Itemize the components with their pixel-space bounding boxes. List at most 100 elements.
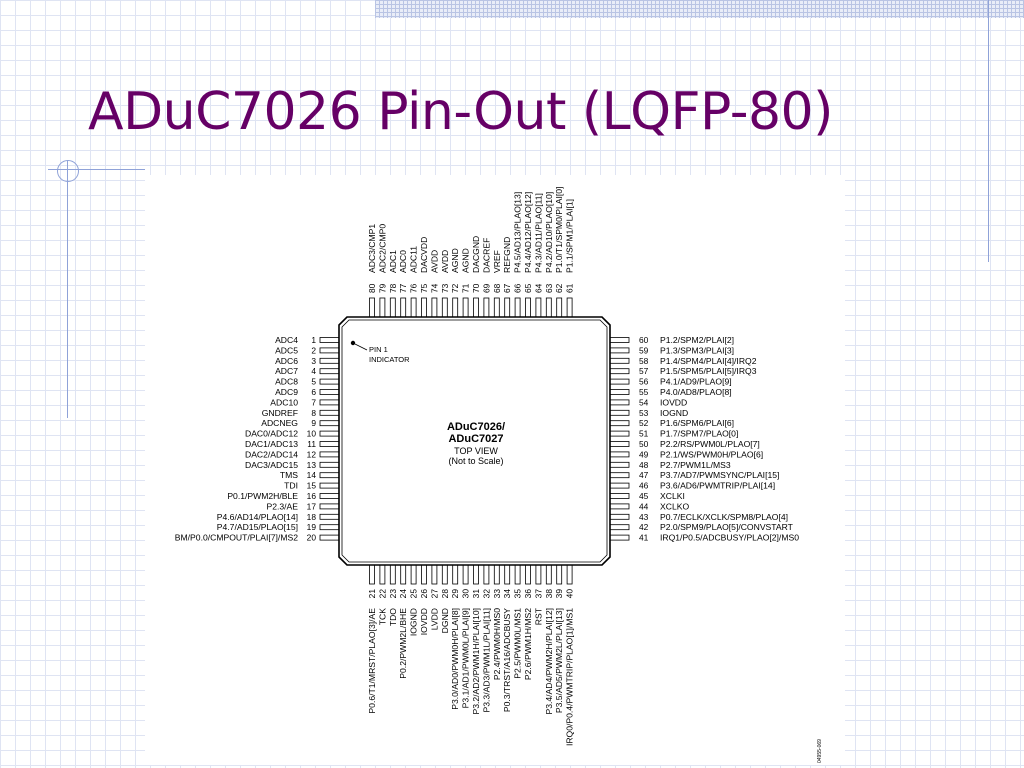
- pin-number: 6: [311, 387, 316, 397]
- pin-label: P3.7/AD7/PWMSYNC/PLAI[15]: [660, 470, 779, 480]
- header-pattern-band: [375, 0, 1024, 18]
- pin-lead: [504, 297, 511, 318]
- pin-label: ADC9: [275, 387, 298, 397]
- pin-number: 23: [388, 589, 398, 599]
- pin-number: 47: [639, 470, 649, 480]
- pin-lead: [609, 357, 630, 364]
- pin-lead: [441, 297, 448, 318]
- pin-number: 78: [388, 283, 398, 293]
- pin-label: ADC7: [275, 366, 298, 376]
- pin-number: 44: [639, 501, 649, 511]
- pin-label: P3.0/AD0/PWM0H/PLAI[8]: [450, 608, 460, 710]
- pin-lead: [535, 297, 542, 318]
- pin-label: ADC8: [275, 377, 298, 387]
- pin-lead: [609, 368, 630, 375]
- pin-number: 70: [471, 283, 481, 293]
- pin-label: P2.6/PWM1H/MS2: [523, 608, 533, 680]
- pin-lead: [319, 461, 340, 468]
- pin-number: 75: [419, 283, 429, 293]
- pin-lead: [566, 297, 573, 318]
- pin-label: P1.3/SPM3/PLAI[3]: [660, 345, 734, 355]
- pin-lead: [400, 564, 407, 585]
- pin-label: P3.2/AD2/PWM1H/PLAI[10]: [471, 608, 481, 715]
- pin-number: 79: [377, 283, 387, 293]
- pin-lead: [609, 347, 630, 354]
- pin-lead: [319, 451, 340, 458]
- pin-number: 49: [639, 449, 649, 459]
- pin-number: 24: [398, 589, 408, 599]
- pin-number: 39: [554, 589, 564, 599]
- pin-label: IOVDD: [419, 608, 429, 635]
- pin1-label-line2: INDICATOR: [369, 355, 410, 364]
- pin-lead: [483, 564, 490, 585]
- pin-label: P0.6/T1/MRST/PLAO[3]/AE: [367, 608, 377, 714]
- pin-number: 9: [311, 418, 316, 428]
- pin-label: DAC1/ADC13: [245, 439, 298, 449]
- pin-number: 53: [639, 408, 649, 418]
- pin-label: RST: [533, 607, 543, 625]
- pin-number: 66: [513, 283, 523, 293]
- pin-number: 46: [639, 481, 649, 491]
- pin-number: 28: [440, 589, 450, 599]
- pin-label: ADC0: [398, 250, 408, 273]
- pin-number: 11: [307, 439, 316, 449]
- pin-lead: [319, 534, 340, 541]
- pin-number: 48: [639, 460, 649, 470]
- pin-label: P1.0/T1/SPM0/PLAI[0]: [554, 187, 564, 273]
- pin-label: IOGND: [409, 608, 419, 636]
- pin-number: 67: [502, 283, 512, 293]
- pin-label: P4.0/AD8/PLAO[8]: [660, 387, 732, 397]
- pin-label: P3.6/AD6/PWMTRIP/PLAI[14]: [660, 481, 775, 491]
- pin-number: 27: [429, 589, 439, 599]
- pin-lead: [319, 524, 340, 531]
- pin-lead: [319, 389, 340, 395]
- pin-label: P4.5/AD13/PLAO[13]: [513, 192, 523, 273]
- pin-label: ADC3/CMP1: [367, 224, 377, 273]
- pin-number: 55: [639, 387, 649, 397]
- pin-label: IRQ0/P0.4/PWMTRIP/PLAO[1]/MS1: [565, 608, 575, 746]
- pin-label: DAC3/ADC15: [245, 460, 298, 470]
- pin-label: AVDD: [429, 250, 439, 273]
- pin-label: P1.5/SPM5/PLAI[5]/IRQ3: [660, 366, 757, 376]
- pin-number: 22: [377, 589, 387, 599]
- pin-lead: [609, 378, 630, 385]
- chip-inner-outline: [341, 319, 608, 563]
- pin-number: 58: [639, 356, 649, 366]
- pin-number: 41: [639, 533, 649, 543]
- pin-number: 36: [523, 589, 533, 599]
- pin-lead: [319, 420, 340, 427]
- pin-lead: [545, 564, 552, 585]
- pin-number: 29: [450, 589, 460, 599]
- pin-number: 7: [311, 397, 316, 407]
- pin-lead: [493, 564, 500, 585]
- pin-label: ADC6: [275, 356, 298, 366]
- pin-lead: [389, 297, 396, 318]
- pin-number: 19: [307, 522, 317, 532]
- pin-lead: [609, 430, 630, 437]
- chip-name-line1: ADuC7026/: [447, 421, 505, 433]
- pin-lead: [504, 564, 511, 585]
- pin-number: 10: [307, 429, 317, 439]
- pin-number: 40: [565, 589, 575, 599]
- pin-label: AVDD: [440, 250, 450, 273]
- left-accent-line: [67, 160, 68, 418]
- pin-label: P3.3/AD3/PWM1L/PLAI[11]: [481, 608, 491, 712]
- pin-label: ADCNEG: [261, 418, 298, 428]
- pin-number: 17: [307, 501, 317, 511]
- pin-number: 30: [461, 589, 471, 599]
- pin-label: ADC11: [409, 246, 419, 273]
- pin-number: 15: [307, 481, 317, 491]
- pin-number: 3: [311, 356, 316, 366]
- pin-label: P0.2/PWM2L/BHE: [398, 608, 408, 679]
- pin-label: VREF: [492, 250, 502, 273]
- pin-number: 38: [544, 589, 554, 599]
- chip-name-line2: ADuC7027: [448, 433, 503, 445]
- pin-number: 13: [307, 460, 317, 470]
- pin-lead: [410, 297, 417, 318]
- pin-label: REFGND: [502, 237, 512, 273]
- pin-number: 37: [533, 589, 543, 599]
- pin-lead: [462, 564, 469, 585]
- pin-number: 72: [450, 283, 460, 293]
- pin-lead: [535, 564, 542, 585]
